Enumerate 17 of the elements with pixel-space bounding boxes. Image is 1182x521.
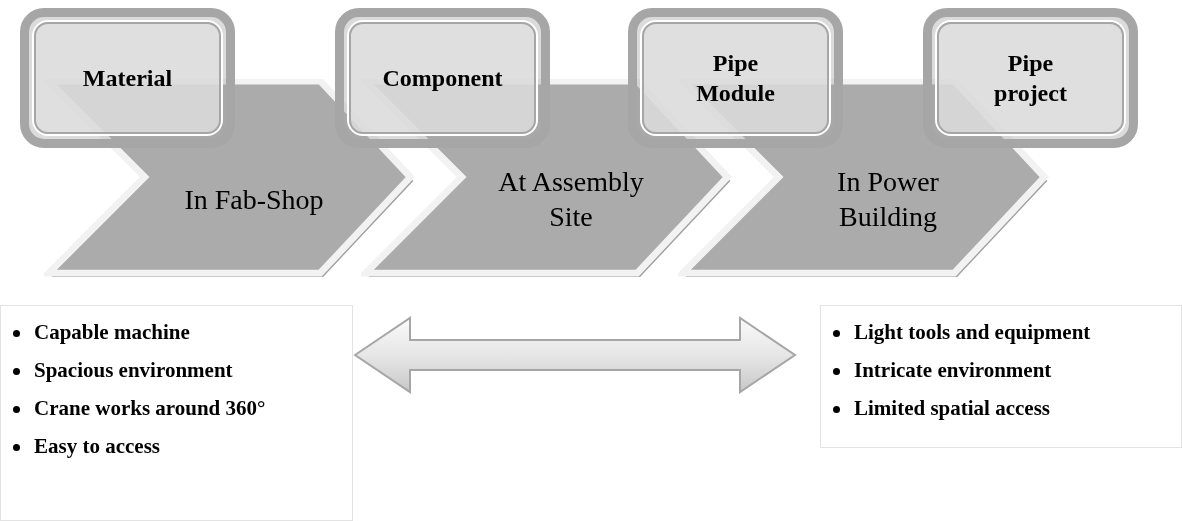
list-item: Spacious environment: [34, 357, 233, 385]
list-item: Easy to access: [34, 433, 160, 461]
stage-label: Component: [382, 64, 503, 93]
stage-label: Pipe project: [993, 49, 1068, 108]
stage-label: Pipe Module: [695, 49, 776, 108]
stage-location: In Power Building: [836, 165, 940, 234]
list-panel: [0, 305, 353, 521]
stage-label: Material: [81, 64, 174, 93]
stage-location: In Fab-Shop: [183, 182, 325, 217]
stage-location: At Assembly Site: [497, 165, 645, 234]
double-arrow: [353, 316, 797, 394]
list-item: Limited spatial access: [854, 395, 1050, 423]
list-panel: [820, 305, 1182, 448]
list-item: Intricate environment: [854, 357, 1052, 385]
list-item: Light tools and equipment: [854, 319, 1091, 347]
list-item: Crane works around 360°: [34, 395, 266, 423]
list-item: Capable machine: [34, 319, 190, 347]
